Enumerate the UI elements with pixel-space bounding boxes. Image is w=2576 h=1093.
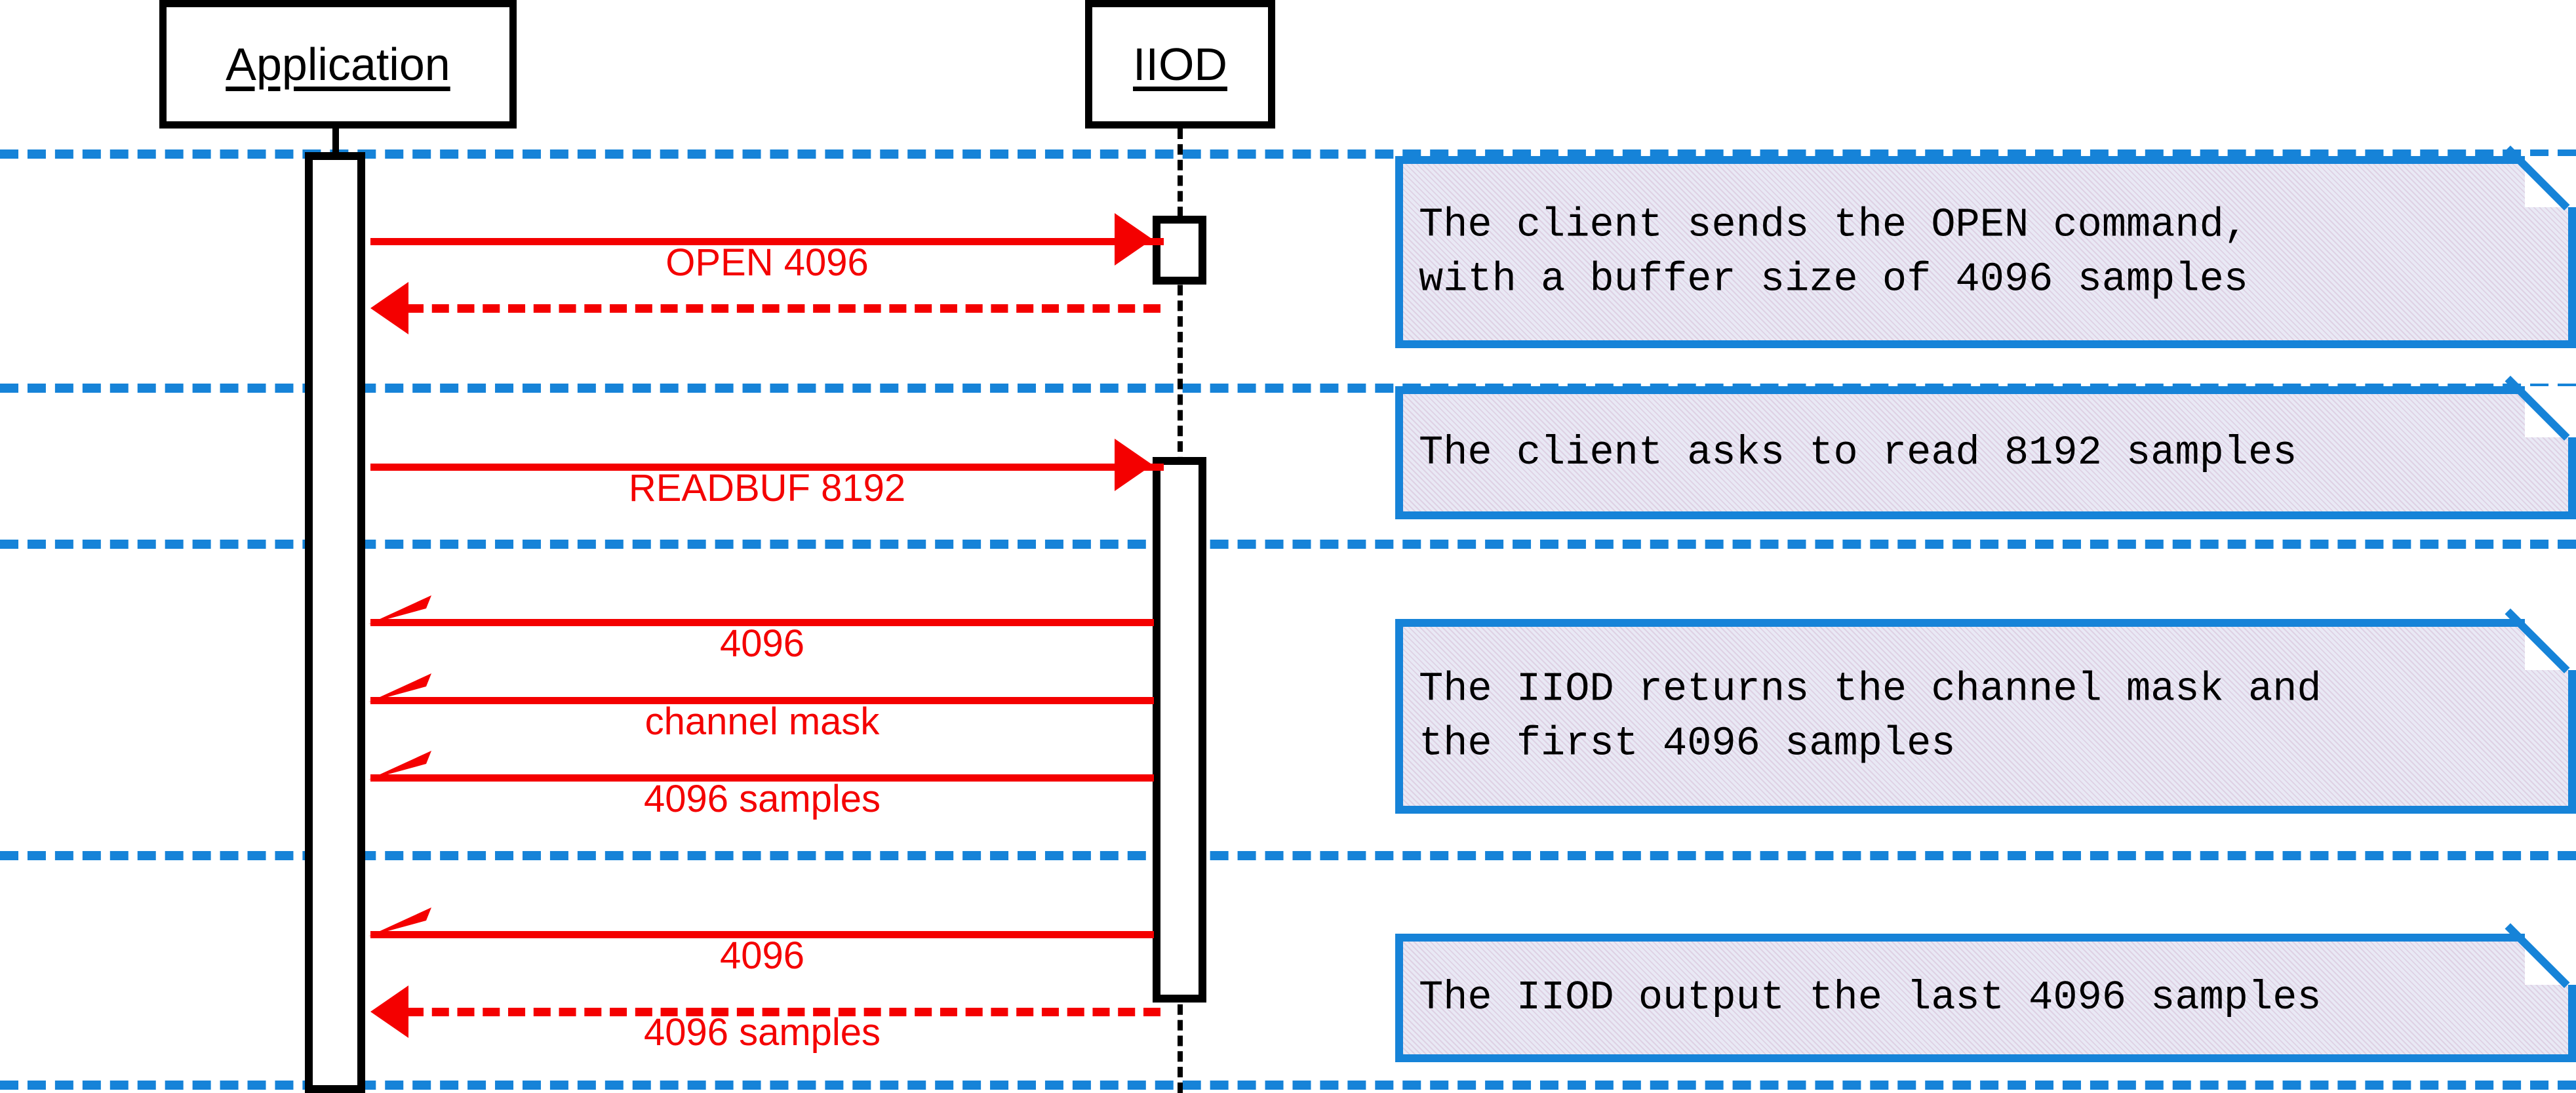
- message-arrowhead-ret-samples-b: [370, 985, 408, 1038]
- message-arrowhead-ret-samples-a: [368, 751, 431, 780]
- actor-application-label: Application: [226, 39, 450, 90]
- note-open-body: [1395, 156, 2576, 348]
- message-arrowhead-ret-chanmask: [368, 673, 431, 702]
- message-line-ret-4096-b: [370, 931, 1154, 938]
- message-label-ret-samples-b: 4096 samples: [643, 1011, 881, 1054]
- note-open-fold-corner-icon: [2525, 156, 2576, 207]
- message-label-ret-samples-a: 4096 samples: [643, 778, 881, 820]
- actor-application[interactable]: Application: [159, 0, 517, 129]
- message-label-ret-4096-b: 4096: [719, 934, 805, 977]
- note-readbuf[interactable]: The client asks to read 8192 samples: [1395, 386, 2576, 519]
- note-last[interactable]: The IIOD output the last 4096 samples: [1395, 934, 2576, 1062]
- message-line-ret-samples-b: [406, 1008, 1160, 1016]
- actor-iiod[interactable]: IIOD: [1085, 0, 1275, 129]
- separator-line-4: [0, 851, 2576, 860]
- note-open-text: The client sends the OPEN command, with …: [1419, 201, 2249, 303]
- separator-line-5: [0, 1081, 2576, 1090]
- message-line-ret-chanmask: [370, 697, 1154, 704]
- message-line-ret-samples-a: [370, 774, 1154, 782]
- note-last-text: The IIOD output the last 4096 samples: [1419, 974, 2322, 1022]
- note-chanmask-fold-corner-icon: [2525, 619, 2576, 670]
- note-readbuf-body: [1395, 386, 2576, 519]
- note-chanmask-text: The IIOD returns the channel mask and th…: [1419, 665, 2322, 767]
- separator-line-3: [0, 540, 2576, 549]
- message-arrowhead-ret-4096-a: [368, 595, 431, 624]
- activation-iiod-open: [1153, 216, 1206, 285]
- message-label-open: OPEN 4096: [665, 241, 869, 284]
- note-chanmask[interactable]: The IIOD returns the channel mask and th…: [1395, 619, 2576, 814]
- message-arrowhead-open: [1115, 213, 1153, 266]
- actor-iiod-label: IIOD: [1133, 39, 1227, 90]
- message-arrowhead-ret-4096-b: [368, 907, 431, 936]
- message-arrowhead-readbuf: [1115, 439, 1153, 491]
- message-line-open: [370, 238, 1164, 245]
- note-readbuf-fold-corner-icon: [2525, 386, 2576, 437]
- message-label-ret-4096-a: 4096: [719, 622, 805, 665]
- lifeline-application-stub: [332, 129, 339, 159]
- message-line-open-return: [406, 304, 1160, 313]
- message-line-readbuf: [370, 464, 1164, 471]
- note-last-fold-corner-icon: [2525, 934, 2576, 985]
- message-arrowhead-open-return: [370, 282, 408, 334]
- message-line-ret-4096-a: [370, 619, 1154, 626]
- note-readbuf-text: The client asks to read 8192 samples: [1419, 429, 2297, 476]
- message-label-ret-chanmask: channel mask: [644, 700, 880, 743]
- activation-application: [305, 152, 365, 1093]
- note-last-body: [1395, 934, 2576, 1062]
- activation-iiod-readbuf: [1153, 457, 1206, 1003]
- note-open[interactable]: The client sends the OPEN command, with …: [1395, 156, 2576, 348]
- note-chanmask-body: [1395, 619, 2576, 814]
- message-label-readbuf: READBUF 8192: [628, 467, 906, 509]
